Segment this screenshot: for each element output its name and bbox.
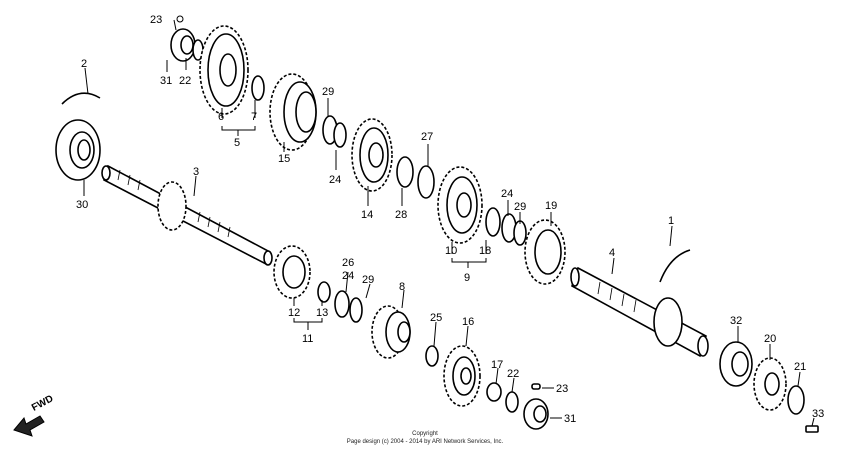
callout-17: 17 [491,359,503,371]
callout-8: 8 [399,281,405,293]
bushing-17 [486,382,502,402]
callout-7: 7 [251,111,257,123]
callout-13: 13 [316,307,328,319]
callout-31-lower: 31 [564,413,576,425]
callout-18: 18 [479,245,491,257]
callout-23-upper: 23 [150,14,162,26]
bearing-30 [55,119,101,181]
gear-19 [524,219,566,285]
callout-24-upper: 24 [329,174,341,186]
mainshaft-3 [101,164,273,266]
gear-14 [351,118,393,192]
callout-2: 2 [81,58,87,70]
needle-bearing-upper [170,28,196,62]
callout-29-mid: 29 [514,201,526,213]
callout-32: 32 [730,315,742,327]
bushing-7 [251,75,265,101]
callout-15: 15 [278,153,290,165]
fwd-arrow [13,415,45,437]
countershaft-4 [570,266,709,358]
callout-12: 12 [288,307,300,319]
callout-30: 30 [76,199,88,211]
callout-19: 19 [545,200,557,212]
callout-16: 16 [462,316,474,328]
callout-4: 4 [609,247,615,259]
callout-29-lower: 29 [362,274,374,286]
callout-29-upper: 29 [322,86,334,98]
callout-14: 14 [361,209,373,221]
bushing-13 [317,281,331,303]
plate-21 [787,385,805,415]
callout-31-upper: 31 [160,75,172,87]
callout-23-lower: 23 [556,383,568,395]
callout-20: 20 [764,333,776,345]
gear-6 [199,25,249,115]
washer-24-29-mid [501,213,527,246]
callout-10: 10 [445,245,457,257]
callout-1: 1 [668,215,674,227]
callout-21: 21 [794,361,806,373]
gear-15 [269,73,317,151]
washer-29-24-upper [322,115,347,148]
washer-24-29-lower [334,290,363,323]
callout-28: 28 [395,209,407,221]
set-ring-1 [659,249,691,283]
callout-11: 11 [302,333,313,345]
callout-24-lower: 24 [342,270,354,282]
circlip-27 [417,165,435,199]
oil-seal-32 [719,341,753,387]
leader-lines [83,15,815,427]
dowel-pin-23-lower [531,383,541,390]
gear-8 [371,305,411,359]
washer-25 [425,345,439,367]
sprocket-20 [753,357,787,411]
callout-5: 5 [234,137,240,149]
callout-labels: 23 31 22 6 7 5 15 29 24 14 28 27 2 30 3 … [76,14,824,425]
washer-22-lower [505,391,519,413]
gear-12 [273,245,311,299]
set-ring-2 [61,92,101,105]
needle-bearing-lower [523,398,549,430]
bushing-18 [485,207,501,237]
callout-6: 6 [218,111,224,123]
copyright-label: Copyright [412,431,438,437]
callout-3: 3 [193,166,199,178]
gear-10 [437,166,483,244]
callout-22-upper: 22 [179,75,191,87]
gear-16 [443,345,481,407]
callout-33: 33 [812,408,824,420]
callout-22-lower: 22 [507,368,519,380]
callout-9: 9 [464,272,470,284]
washer-28 [396,156,414,188]
page-notice: Page design (c) 2004 - 2014 by ARI Netwo… [346,439,504,445]
callout-27: 27 [421,131,433,143]
callout-25: 25 [430,312,442,324]
callout-24-mid: 24 [501,188,513,200]
callout-26: 26 [342,257,354,269]
